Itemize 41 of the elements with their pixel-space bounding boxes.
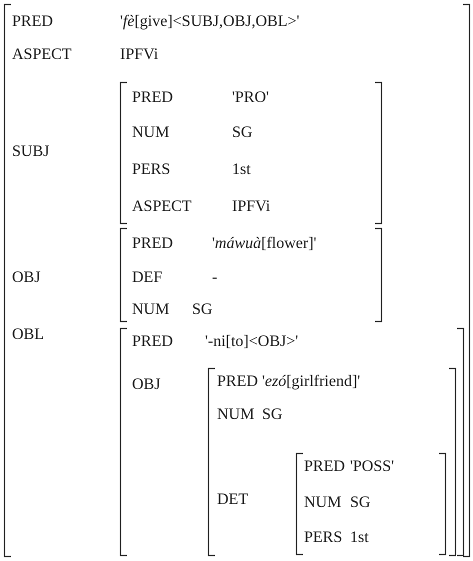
feature-value: 'fè[give]<SUBJ,OBJ,OBL>' bbox=[120, 12, 300, 32]
feature-name: ASPECT bbox=[12, 45, 72, 65]
feature-value: 'POSS' bbox=[350, 457, 394, 477]
feature-name: PERS bbox=[132, 160, 170, 180]
feature-name: PRED bbox=[304, 457, 345, 477]
feature-name: PRED bbox=[132, 234, 173, 254]
feature-name: PERS bbox=[304, 528, 342, 548]
attribute-value-matrix bbox=[120, 82, 382, 224]
feature-value: SG bbox=[350, 493, 370, 513]
feature-name: PRED bbox=[12, 12, 53, 32]
attribute-value-matrix bbox=[4, 4, 470, 557]
feature-value: SG bbox=[192, 300, 212, 320]
feature-name: ASPECT bbox=[132, 197, 192, 217]
feature-value: IPFVi bbox=[120, 45, 158, 65]
feature-value: 'máwuà[flower]' bbox=[212, 234, 316, 254]
feature-value: 1st bbox=[232, 160, 251, 180]
feature-value: 1st bbox=[350, 528, 369, 548]
attribute-value-matrix bbox=[208, 368, 456, 556]
feature-value: SG bbox=[262, 405, 282, 425]
feature-value: SG bbox=[232, 123, 252, 143]
attribute-value-matrix bbox=[120, 328, 464, 556]
feature-value: - bbox=[212, 268, 218, 288]
feature-name: PRED bbox=[132, 88, 173, 108]
feature-name: NUM bbox=[217, 405, 254, 425]
attribute-value-matrix bbox=[120, 228, 382, 322]
feature-name: OBL bbox=[12, 325, 44, 345]
feature-name: DEF bbox=[132, 268, 162, 288]
feature-name: NUM bbox=[132, 300, 170, 320]
feature-value: 'PRO' bbox=[232, 88, 269, 108]
feature-name: PRED bbox=[132, 332, 173, 352]
feature-name: NUM bbox=[304, 493, 342, 513]
feature-value: IPFVi bbox=[232, 197, 270, 217]
feature-name: OBJ bbox=[132, 375, 160, 395]
feature-name: SUBJ bbox=[12, 142, 50, 162]
attribute-value-matrix bbox=[296, 453, 446, 555]
feature-value: '-ni[to]<OBJ>' bbox=[205, 332, 298, 352]
feature-name: OBJ bbox=[12, 268, 40, 288]
feature-value: 'ezó[girlfriend]' bbox=[262, 372, 360, 392]
feature-name: NUM bbox=[132, 123, 170, 143]
feature-name: DET bbox=[217, 490, 248, 510]
feature-name: PRED bbox=[217, 372, 258, 392]
